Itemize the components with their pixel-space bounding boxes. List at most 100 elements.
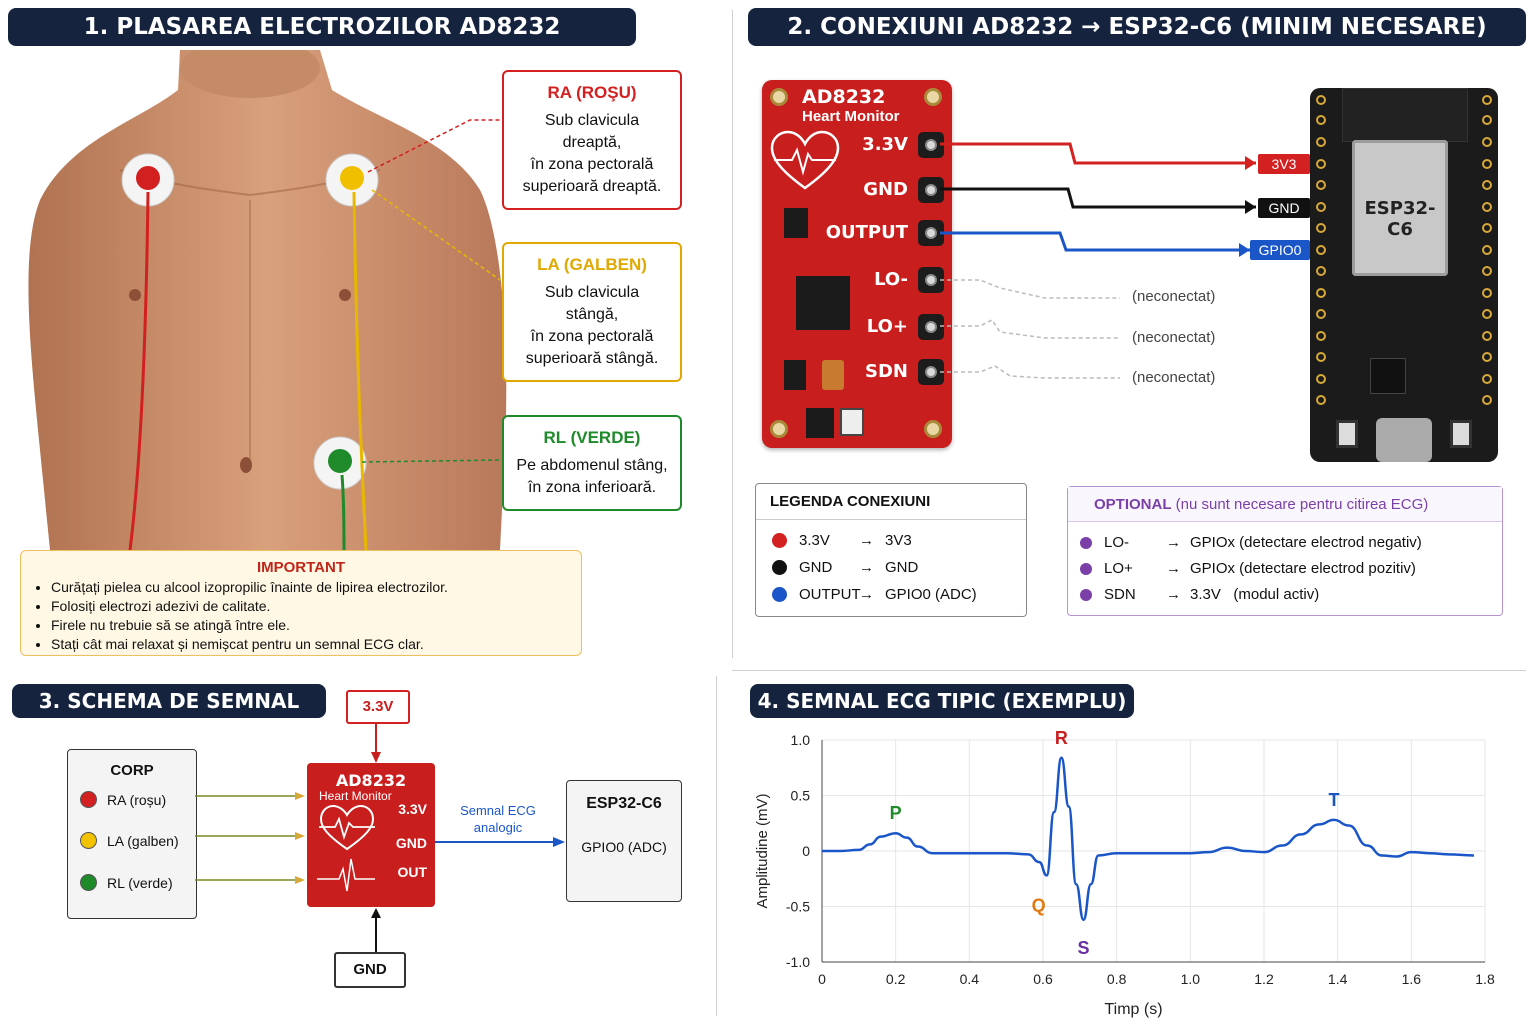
important-item: Curățați pielea cu alcool izopropilic în… — [51, 578, 581, 597]
x-tick-label: 1.8 — [1475, 971, 1495, 987]
section-1-title: 1. PLASAREA ELECTROZILOR AD8232 — [83, 14, 561, 40]
ad8232-pin-label: 3.3V — [862, 134, 908, 155]
schema-esp-pin: GPIO0 (ADC) — [581, 839, 667, 855]
chip-small — [784, 360, 806, 390]
important-item: Folosiți electrozi adezivi de calitate. — [51, 597, 581, 616]
heart-icon — [317, 804, 375, 892]
ground-label: GND — [334, 952, 406, 988]
y-tick-label: 1.0 — [791, 732, 811, 748]
button-icon — [1450, 420, 1472, 448]
connection-wires — [940, 142, 1256, 379]
schema-esp32: ESP32-C6 GPIO0 (ADC) — [566, 780, 682, 902]
esp32-board: ESP32-C6 — [1310, 88, 1498, 462]
callout-ra-title: RA (ROŞU) — [547, 83, 637, 102]
signal-label: Semnal ECG analogic — [460, 803, 536, 835]
divider-vertical-top — [732, 10, 733, 658]
wave-label-r: R — [1055, 728, 1068, 748]
ad8232-pin-label: SDN — [865, 361, 908, 382]
x-tick-label: 0.4 — [960, 971, 980, 987]
callout-ra-line: dreaptă, — [562, 134, 622, 151]
important-item: Firele nu trebuie să se atingă între ele… — [51, 616, 581, 635]
schema-pin-label: OUT — [397, 864, 427, 880]
electrode-dot — [80, 874, 97, 891]
esp32-pin-tag-gnd: GND — [1258, 198, 1310, 218]
ad8232-pin-header — [918, 267, 944, 293]
section-4-header: 4. SEMNAL ECG TIPIC (EXEMPLU) — [750, 684, 1134, 718]
ad8232-name: AD8232 — [802, 86, 886, 108]
legend-row: OUTPUT → GPIO0 (ADC) — [772, 586, 1026, 603]
y-tick-label: -1.0 — [786, 954, 810, 970]
optional-dot — [1080, 588, 1092, 601]
schema-pin-label: 3.3V — [398, 801, 427, 817]
electrode-dot — [80, 791, 97, 808]
wire-output — [940, 231, 1250, 252]
callout-rl: RL (VERDE) Pe abdomenul stâng, în zona i… — [502, 415, 682, 511]
body-title: CORP — [110, 762, 154, 779]
callout-la-line: superioară stângă. — [525, 350, 659, 367]
schema-ad8232: AD8232 Heart Monitor 3.3V GND OUT — [307, 763, 435, 907]
ad8232-pin-header — [918, 220, 944, 246]
legend-row: GND → GND — [772, 559, 1026, 576]
section-3-title: 3. SCHEMA DE SEMNAL — [38, 689, 300, 713]
x-tick-label: 0.8 — [1107, 971, 1127, 987]
callout-rl-line: în zona inferioară. — [527, 479, 657, 496]
y-axis-label: Amplitudine (mV) — [754, 793, 771, 908]
section-4-title: 4. SEMNAL ECG TIPIC (EXEMPLU) — [757, 689, 1127, 713]
callout-la-line: Sub clavicula — [544, 284, 640, 301]
chip-small — [1370, 358, 1406, 394]
important-title: IMPORTANT — [256, 559, 346, 576]
optional-row: SDN → 3.3V (modul activ) — [1080, 586, 1502, 603]
divider-vertical-bottom — [716, 676, 717, 1016]
ad8232-pin-label: OUTPUT — [825, 222, 908, 243]
important-box: IMPORTANT Curățați pielea cu alcool izop… — [20, 550, 582, 656]
wire-unconnected — [940, 319, 1120, 339]
ad8232-subtitle: Heart Monitor — [802, 108, 900, 125]
legend-title: LEGENDA CONEXIUNI — [756, 484, 1026, 520]
button-icon — [840, 408, 864, 436]
x-tick-label: 1.4 — [1328, 971, 1348, 987]
ad8232-pin-header — [918, 132, 944, 158]
ad8232-chip — [796, 276, 850, 330]
x-tick-label: 0.6 — [1033, 971, 1053, 987]
ad8232-pin-label: LO- — [874, 269, 908, 290]
button-icon — [1336, 420, 1358, 448]
y-tick-label: 0 — [802, 843, 810, 859]
optional-dot — [1080, 536, 1092, 549]
wire-gnd — [940, 187, 1256, 209]
callout-ra-line: superioară dreaptă. — [522, 178, 662, 195]
callout-rl-line: Pe abdomenul stâng, — [516, 457, 668, 474]
schema-pin-label: GND — [395, 835, 427, 851]
ad8232-pin-header — [918, 177, 944, 203]
torso-illustration — [28, 50, 507, 551]
chip-small — [806, 408, 834, 438]
esp32-name: ESP32-C6 — [1364, 198, 1436, 240]
schema-module-name: AD8232 — [335, 771, 407, 790]
arrow-icon — [1245, 156, 1256, 170]
ad8232-pin-header — [918, 359, 944, 385]
wire-unconnected — [940, 365, 1120, 379]
heart-icon — [770, 130, 840, 190]
schema-esp-name: ESP32-C6 — [586, 795, 662, 812]
y-tick-label: -0.5 — [786, 899, 810, 915]
wire-unconnected — [940, 279, 1120, 299]
callout-ra: RA (ROŞU) Sub clavicula dreaptă, în zona… — [502, 70, 682, 210]
callout-la-line: în zona pectorală — [530, 328, 654, 345]
x-tick-label: 1.2 — [1254, 971, 1274, 987]
callout-ra-line: în zona pectorală — [530, 156, 654, 173]
callout-rl-title: RL (VERDE) — [543, 428, 641, 447]
capacitor — [822, 360, 844, 390]
body-item: LA (galben) — [80, 832, 196, 849]
legend-box: LEGENDA CONEXIUNI 3.3V → 3V3 GND → GND O… — [755, 483, 1027, 617]
body-item: RL (verde) — [80, 874, 196, 891]
wave-label-q: Q — [1032, 895, 1046, 915]
x-axis-label: Timp (s) — [1104, 1001, 1162, 1018]
callout-la-title: LA (GALBEN) — [537, 255, 647, 274]
body-box: CORP RA (roșu) LA (galben) RL (verde) — [67, 749, 197, 919]
ad8232-pin-label: GND — [863, 179, 908, 200]
divider-horizontal-right — [732, 670, 1526, 671]
schema-module-sub: Heart Monitor — [319, 789, 392, 803]
callout-ra-line: Sub clavicula — [544, 112, 640, 129]
arrow-icon — [1245, 200, 1256, 214]
arrow-icon — [1239, 243, 1250, 257]
